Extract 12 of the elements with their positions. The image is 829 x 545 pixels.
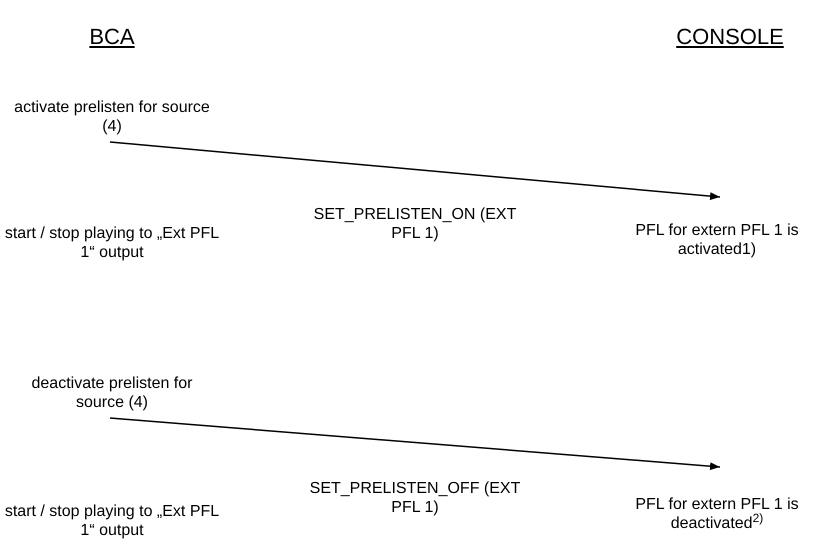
arrow (110, 417, 720, 470)
column-heading: BCA (88, 23, 136, 51)
node-text: PFL for extern PFL 1 is activated1) (634, 221, 800, 259)
note-text: start / stop playing to „Ext PFL 1“ output (4, 502, 220, 540)
edge-label: SET_PRELISTEN_ON (EXT PFL 1) (312, 205, 518, 243)
node-text: activate prelisten for source (4) (13, 98, 211, 136)
node-text: deactivate prelisten for source (4) (30, 374, 194, 412)
node-text: PFL for extern PFL 1 is deactivated$^{2)}$ (634, 495, 800, 533)
note-text: start / stop playing to „Ext PFL 1“ output (4, 224, 220, 262)
edge-label: SET_PRELISTEN_OFF (EXT PFL 1) (308, 479, 522, 517)
column-heading: CONSOLE (675, 23, 785, 51)
arrow (110, 141, 720, 200)
